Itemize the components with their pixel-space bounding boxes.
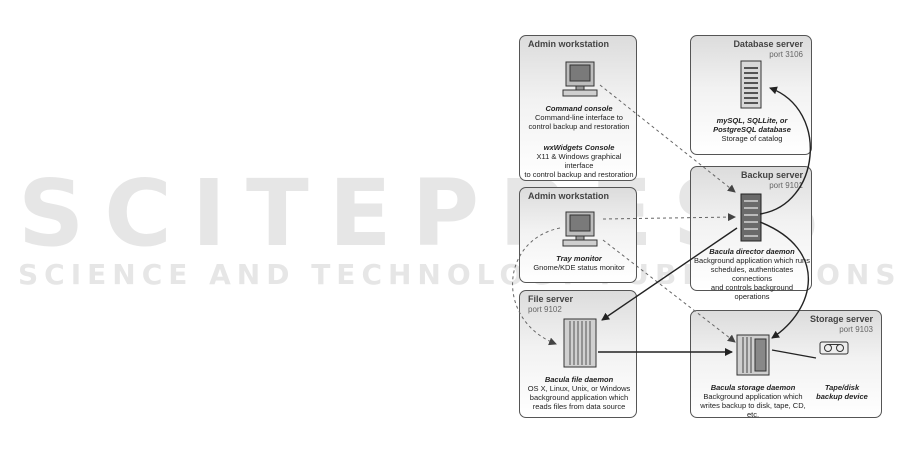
box-title: Admin workstation (528, 191, 610, 201)
tape-device-caption: Tape/disk backup device (816, 383, 868, 401)
tape-device-icon (819, 341, 849, 355)
box-title: Admin workstation (528, 39, 610, 49)
file-server-box: File server port 9102 Bacula file daemon… (519, 290, 637, 418)
database-server-icon (740, 60, 762, 109)
wx-console-caption: wxWidgets Console X11 & Windows graphica… (524, 143, 634, 179)
command-console-caption: Command console Command-line interface t… (528, 104, 630, 131)
port-label: port 9102 (528, 305, 562, 314)
arrow-tray-to-storage (602, 239, 736, 343)
director-caption: Bacula director daemon Background applic… (694, 247, 810, 301)
port-label: port 9103 (839, 325, 873, 334)
arrow-console-to-director (599, 84, 736, 193)
tray-monitor-caption: Tray monitor Gnome/KDE status monitor (533, 254, 625, 272)
backup-server-icon (740, 193, 762, 242)
arrow-storage-to-tape (771, 349, 817, 359)
file-daemon-caption: Bacula file daemon OS X, Linux, Unix, or… (527, 375, 631, 411)
arrow-director-to-storage (759, 221, 810, 339)
backup-server-box: Backup server port 9101 Bacula director … (690, 166, 812, 301)
file-server-icon (563, 318, 597, 368)
database-caption: mySQL, SQLLite, or PostgreSQL database S… (713, 116, 791, 143)
database-server-box: Database server port 3106 mySQL, SQLLite… (690, 35, 812, 155)
storage-daemon-caption: Bacula storage daemon Background applica… (700, 383, 806, 419)
storage-server-box: Storage server port 9103 Bacula storage … (690, 310, 882, 419)
computer-icon (562, 211, 598, 247)
storage-server-icon (736, 334, 770, 376)
port-label: port 3106 (769, 50, 803, 59)
computer-icon (562, 61, 598, 97)
arrow-tray-to-file (512, 227, 561, 346)
box-title: Storage server (809, 314, 873, 324)
arrow-director-to-database (759, 86, 811, 215)
arrow-tray-to-director (602, 213, 736, 222)
box-title: File server (528, 294, 574, 304)
admin-workstation-box-1: Admin workstation Command console Comman… (519, 35, 637, 181)
arrow-director-to-file (601, 227, 738, 321)
box-title: Backup server (740, 170, 803, 180)
admin-workstation-box-2: Admin workstation Tray monitor Gnome/KDE… (519, 187, 637, 283)
box-title: Database server (733, 39, 803, 49)
port-label: port 9101 (769, 181, 803, 190)
